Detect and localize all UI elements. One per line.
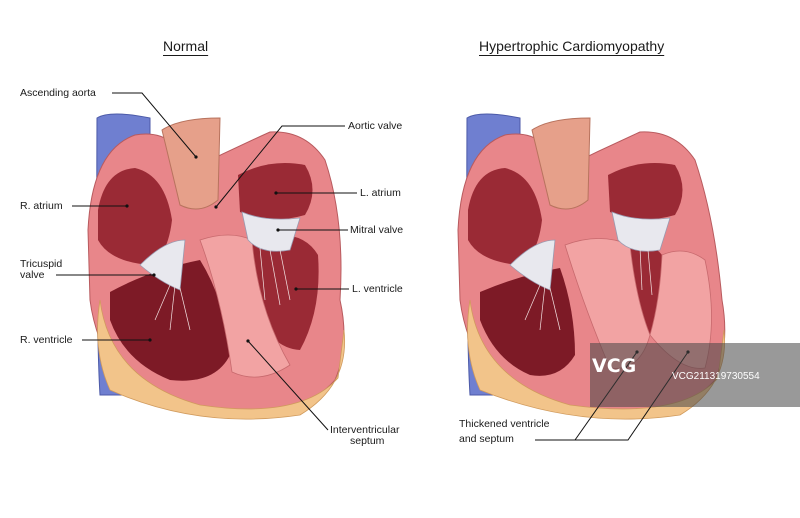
normal-heart: [87, 113, 346, 420]
mitral-valve: [241, 211, 301, 252]
right-atrium-chamber: [98, 168, 172, 265]
tricuspid-valve-hcm: [509, 239, 556, 291]
right-ventricle-chamber: [110, 260, 230, 381]
right-atrium-chamber-hcm: [468, 168, 542, 265]
label-septum-line1: Interventricular: [330, 424, 400, 436]
ascending-aorta: [161, 117, 221, 210]
left-atrium-chamber: [238, 162, 313, 220]
ascending-aorta-hcm: [531, 117, 591, 210]
leader-lines: [56, 92, 689, 441]
title-normal: Normal: [163, 38, 209, 54]
label-l-atrium: L. atrium: [360, 187, 401, 199]
leader-ascending-aorta: [112, 92, 197, 158]
label-aortic-valve: Aortic valve: [348, 120, 403, 132]
label-tricuspid-line1: Tricuspid: [20, 258, 63, 270]
label-l-ventricle: L. ventricle: [352, 283, 403, 295]
right-ventricle-chamber-hcm: [480, 268, 575, 376]
watermark-logo: VCG: [592, 355, 637, 377]
label-thickened-line1: Thickened ventricle: [459, 418, 550, 430]
label-mitral-valve: Mitral valve: [350, 224, 404, 236]
left-atrium-chamber-hcm: [608, 162, 683, 220]
mitral-valve-hcm: [611, 211, 671, 252]
left-ventricle-chamber-hcm: [630, 243, 662, 335]
label-r-atrium: R. atrium: [20, 200, 63, 212]
leader-aortic-valve: [215, 125, 345, 208]
label-thickened-line2: and septum: [459, 433, 514, 445]
watermark-banner: VCG VCG211319730554: [590, 343, 800, 407]
leader-septum: [247, 340, 329, 431]
label-ascending-aorta: Ascending aorta: [20, 87, 96, 99]
label-septum-line2: septum: [350, 435, 385, 447]
hcm-heart: [457, 113, 726, 420]
label-r-ventricle: R. ventricle: [20, 334, 73, 346]
title-hcm: Hypertrophic Cardiomyopathy: [479, 38, 665, 54]
epicardial-fat: [97, 299, 346, 420]
watermark-id: VCG211319730554: [672, 371, 760, 382]
label-tricuspid-line2: valve: [20, 269, 45, 281]
